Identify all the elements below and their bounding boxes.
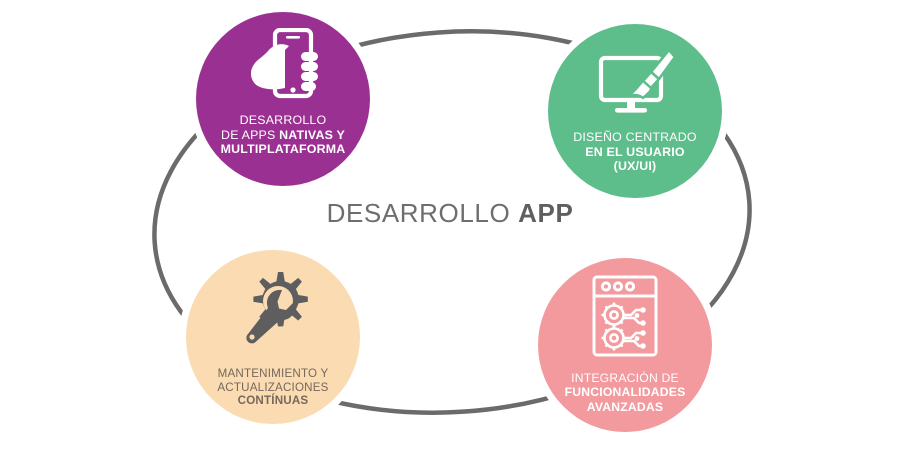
node-native-apps[interactable]: DESARROLLO DE APPS NATIVAS Y MULTIPLATAF…	[196, 12, 370, 186]
node-native-apps-label: DESARROLLO DE APPS NATIVAS Y MULTIPLATAF…	[221, 113, 346, 157]
node-advanced-features[interactable]: INTEGRACIÓN DE FUNCIONALIDADES AVANZADAS	[538, 258, 712, 432]
browser-window-gears-icon	[590, 274, 660, 363]
label-line: DE APPS NATIVAS Y	[221, 127, 345, 142]
center-title-regular: DESARROLLO	[326, 198, 519, 228]
label-line: EN EL USUARIO	[585, 144, 685, 159]
label-line: FUNCIONALIDADES	[564, 385, 686, 400]
label-line: MANTENIMIENTO Y	[217, 367, 329, 380]
label-line: AVANZADAS	[586, 399, 664, 414]
label-line: MULTIPLATAFORMA	[220, 142, 346, 157]
node-maintenance[interactable]: MANTENIMIENTO Y ACTUALIZACIONES CONTÍNUA…	[186, 250, 360, 424]
label-line: INTEGRACIÓN DE	[571, 371, 679, 385]
monitor-paintbrush-icon	[593, 46, 677, 123]
hand-holding-smartphone-icon	[245, 27, 321, 105]
label-line: DESARROLLO	[239, 113, 327, 127]
node-ux-ui-design[interactable]: DISEÑO CENTRADO EN EL USUARIO (UX/UI)	[548, 24, 722, 198]
node-advanced-features-label: INTEGRACIÓN DE FUNCIONALIDADES AVANZADAS	[565, 371, 686, 414]
node-maintenance-label: MANTENIMIENTO Y ACTUALIZACIONES CONTÍNUA…	[217, 367, 328, 408]
label-line: DISEÑO CENTRADO	[573, 130, 697, 144]
gear-wrench-icon	[230, 270, 316, 357]
label-line: CONTÍNUAS	[237, 394, 309, 408]
diagram-center-title: DESARROLLO APP	[0, 198, 900, 229]
label-line: (UX/UI)	[613, 159, 657, 174]
label-line: ACTUALIZACIONES	[217, 380, 329, 394]
node-ux-ui-design-label: DISEÑO CENTRADO EN EL USUARIO (UX/UI)	[573, 130, 696, 174]
center-title-bold: APP	[518, 198, 574, 228]
ring-ellipse	[152, 29, 752, 415]
